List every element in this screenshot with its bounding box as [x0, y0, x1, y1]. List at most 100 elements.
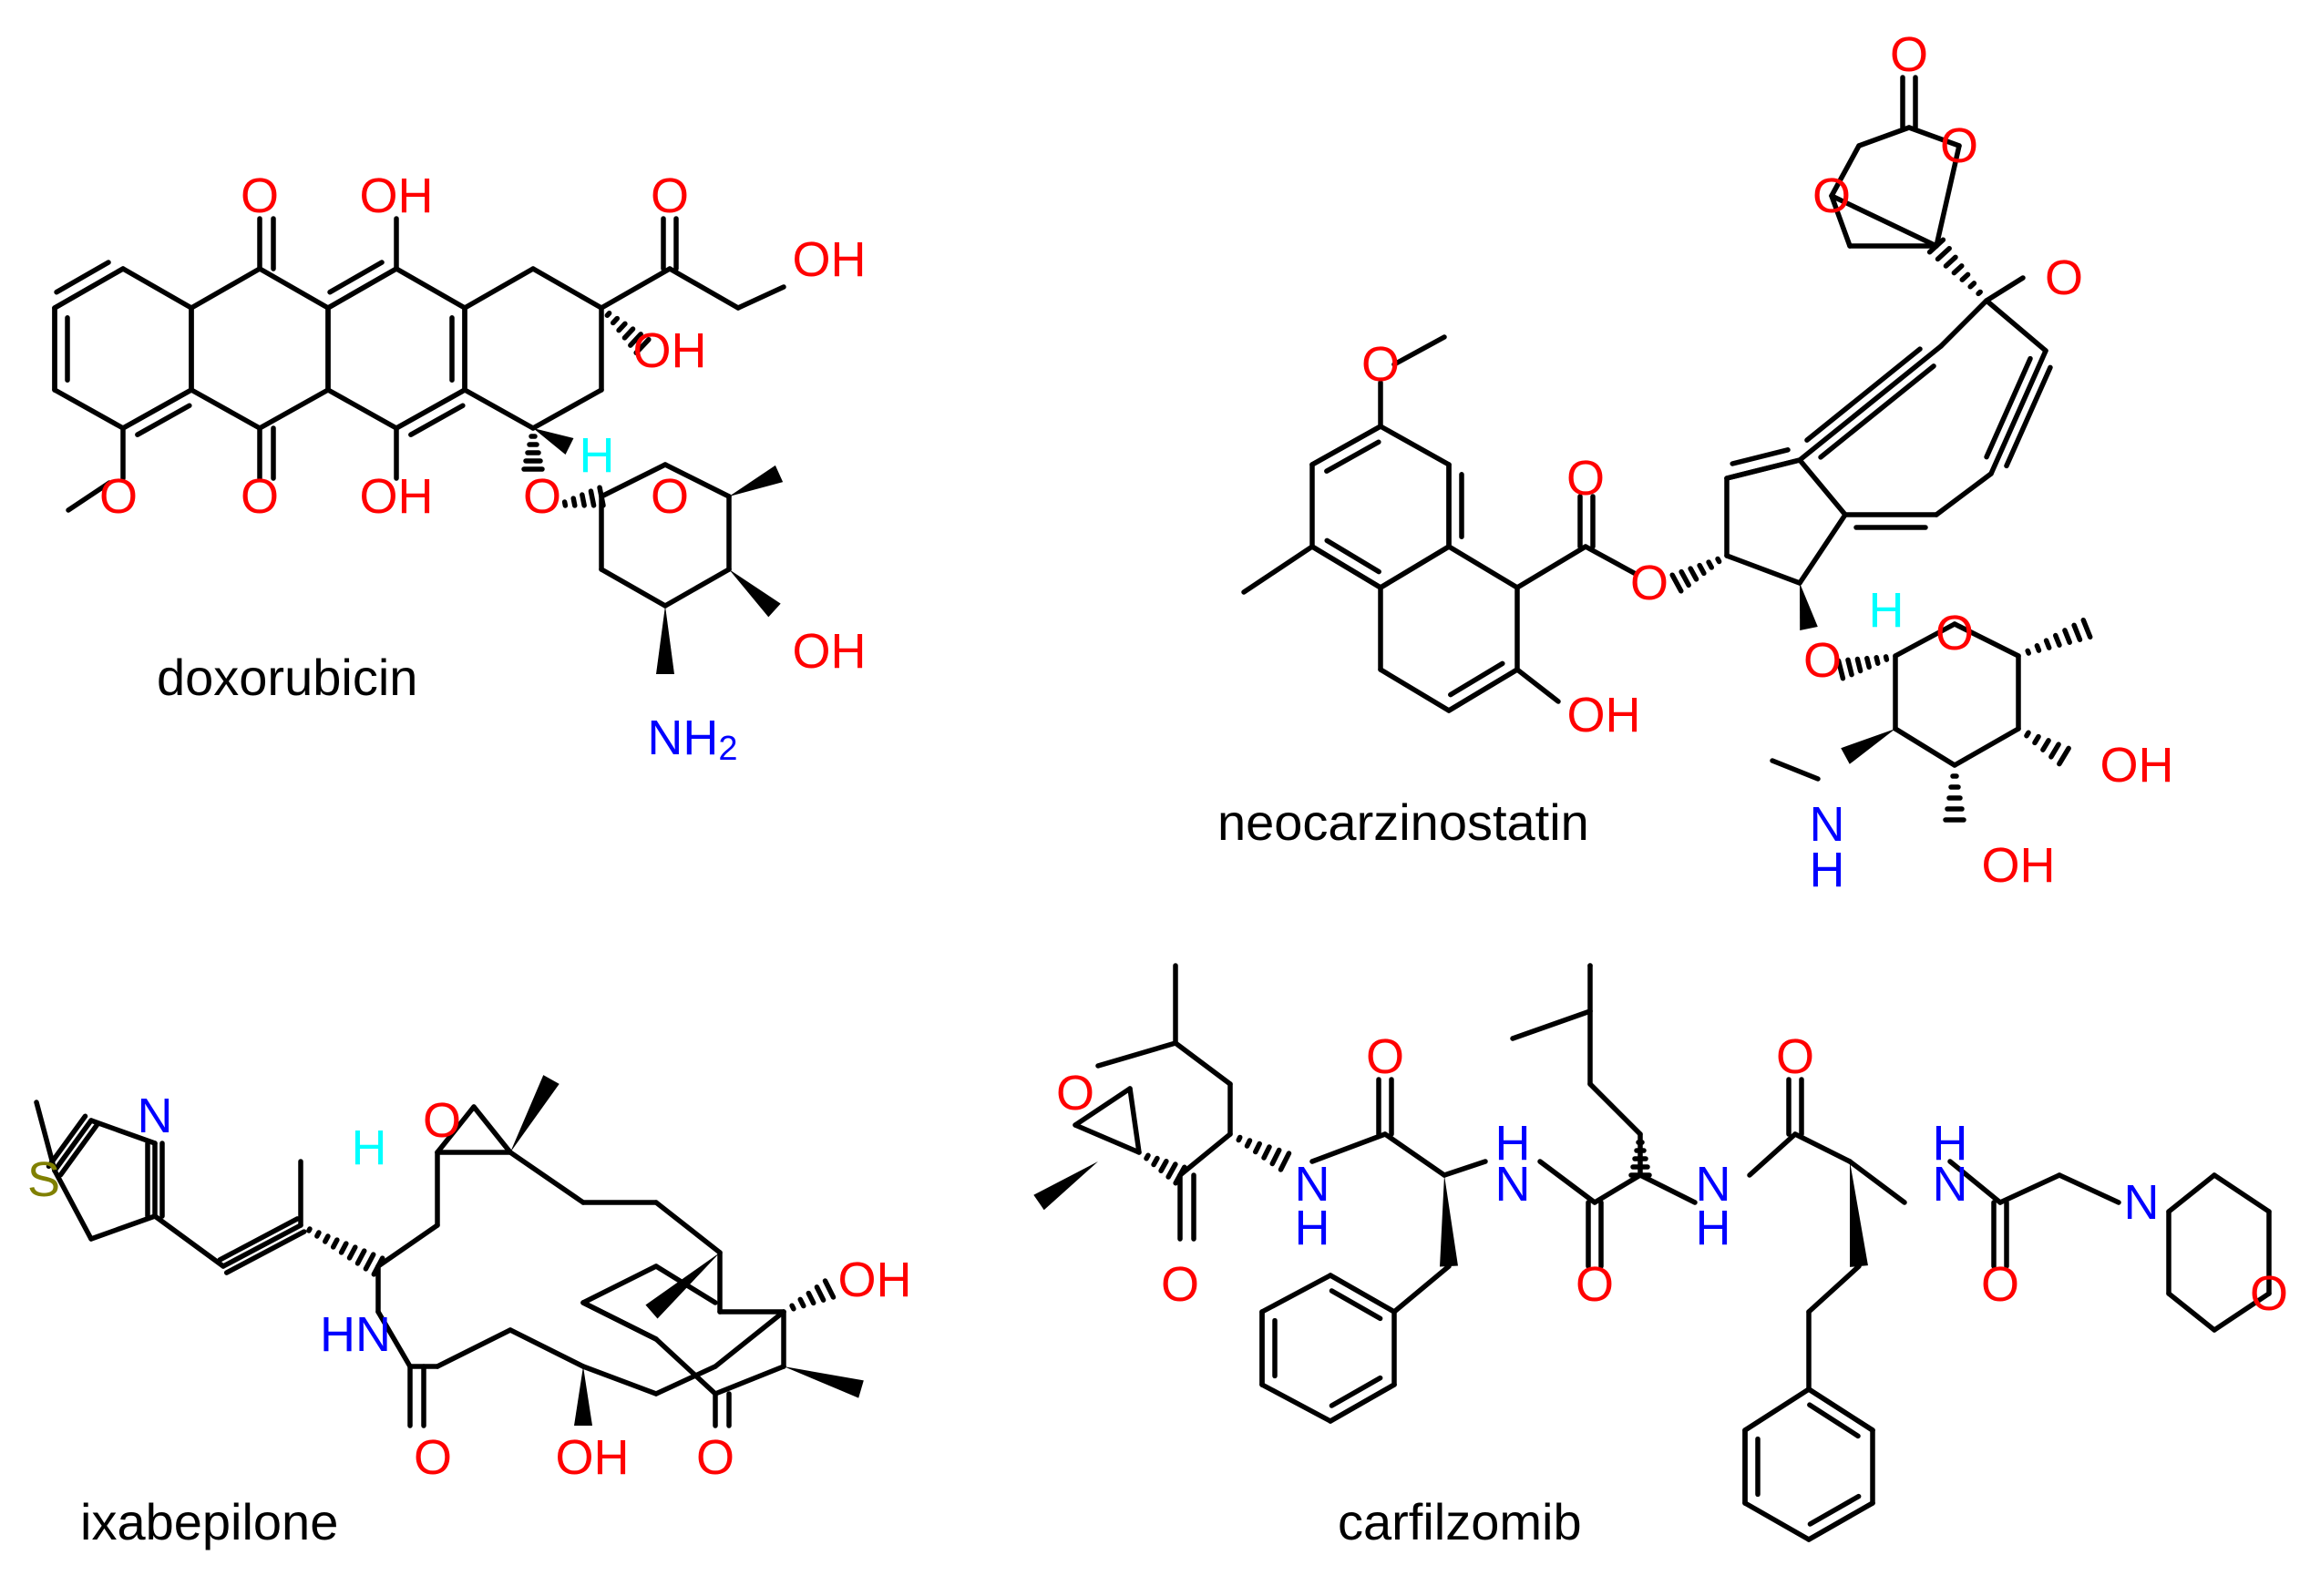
atom-label-o: O	[1576, 1257, 1614, 1312]
atom-label-n: N	[1810, 797, 1845, 852]
bond-174	[1770, 758, 1821, 782]
nh-n: N	[1295, 1157, 1330, 1212]
bond-265	[1391, 1264, 1452, 1315]
caption-doxorubicin: doxorubicin	[157, 649, 417, 706]
bond-116	[1818, 363, 1936, 460]
bond-152	[1864, 655, 1872, 670]
bond-39	[530, 387, 604, 431]
atom-label-o: O	[1776, 1029, 1814, 1084]
bond-153	[1854, 656, 1863, 674]
bond-222	[814, 1284, 826, 1303]
bond-239	[1073, 1122, 1142, 1155]
bond-215	[653, 1200, 723, 1255]
bond-114	[1730, 447, 1791, 466]
bond-129	[1959, 271, 1971, 282]
bond-117	[1804, 346, 1923, 443]
bond-223	[822, 1278, 837, 1300]
bond-204	[580, 1364, 659, 1396]
wedge-bond-72	[729, 569, 781, 618]
bond-26	[325, 387, 399, 431]
bond-69	[588, 488, 597, 508]
atom-label-o: O	[241, 169, 279, 223]
atom-label-o: O	[651, 469, 689, 524]
atom-label-oh: OH	[556, 1430, 630, 1485]
bond-145	[1952, 621, 2021, 659]
bond-11	[54, 260, 111, 295]
bond-1	[52, 387, 126, 431]
bond-276	[1328, 1273, 1397, 1315]
bond-246	[1177, 1131, 1233, 1178]
bond-13	[257, 266, 331, 311]
bond-302	[1742, 1386, 1812, 1433]
bond-107	[1669, 572, 1684, 594]
bond-92	[1446, 667, 1520, 713]
bond-154	[1845, 657, 1854, 678]
bond-118	[1938, 298, 1989, 349]
bond-259	[1309, 1131, 1388, 1164]
atom-label-o: O	[1056, 1066, 1094, 1120]
bond-41	[599, 266, 672, 311]
caption-neocarzinostatin: neocarzinostatin	[1217, 793, 1589, 851]
atom-label-oh: OH	[1982, 838, 2056, 893]
atom-label-o: O	[1630, 556, 1668, 610]
bond-70	[597, 485, 606, 508]
bond-257	[1269, 1147, 1282, 1167]
bond-50	[628, 332, 643, 348]
bond-300	[1806, 1264, 1862, 1315]
bond-221	[806, 1290, 816, 1306]
bond-209	[435, 1104, 477, 1155]
atom-label-n: N	[138, 1089, 173, 1143]
bond-9	[135, 403, 192, 437]
bond-281	[1587, 1081, 1643, 1137]
bond-23	[394, 266, 467, 311]
bond-137	[1856, 125, 1912, 148]
bond-242	[1151, 1155, 1160, 1168]
bond-53	[66, 480, 112, 513]
bond-16	[189, 387, 262, 431]
bond-104	[1697, 562, 1707, 577]
atom-label-oh: OH	[838, 1253, 912, 1307]
bond-180	[57, 1121, 100, 1178]
bond-312	[1806, 1386, 1875, 1433]
bond-207	[375, 1223, 440, 1269]
bond-181	[46, 1113, 88, 1170]
bond-206	[713, 1309, 786, 1369]
bond-46	[604, 311, 612, 318]
atom-label-o: O	[523, 469, 561, 524]
bond-200	[375, 1309, 413, 1369]
bond-135	[1829, 193, 1853, 249]
wedge-bond-173	[1841, 729, 1895, 764]
nh3-n: N	[1696, 1157, 1731, 1212]
bond-166	[2048, 742, 2061, 760]
atom-label-oh: OH	[633, 323, 707, 378]
bond-250	[1095, 1040, 1178, 1069]
wedge-bond-73	[656, 606, 674, 674]
bond-236	[580, 1300, 659, 1342]
bond-274	[1328, 1382, 1397, 1424]
bond-176	[88, 1213, 158, 1242]
atom-label-h: H	[352, 1120, 387, 1175]
bond-10	[52, 266, 126, 311]
bond-283	[1510, 1008, 1593, 1041]
bond-296	[1847, 1159, 1907, 1205]
bond-4	[120, 266, 194, 311]
bond-120	[1984, 355, 2033, 460]
bond-197	[363, 1252, 376, 1272]
bond-155	[1835, 658, 1846, 681]
atom-label-s: S	[27, 1152, 60, 1207]
bond-40	[462, 387, 536, 431]
bond-80	[1378, 544, 1452, 590]
bond-110	[1797, 457, 1848, 517]
bond-111	[1797, 512, 1848, 586]
bond-61	[662, 462, 732, 499]
bond-277	[1329, 1288, 1383, 1322]
atom-label-o: O	[1812, 169, 1851, 223]
bond-186	[221, 1223, 303, 1269]
bond-130	[1951, 263, 1965, 276]
wedge-bond-143	[1800, 583, 1818, 630]
bond-127	[1976, 289, 1983, 297]
atom-label-oh: OH	[360, 169, 434, 223]
atom-label-oh: OH	[360, 469, 434, 524]
bond-93	[1448, 660, 1505, 698]
